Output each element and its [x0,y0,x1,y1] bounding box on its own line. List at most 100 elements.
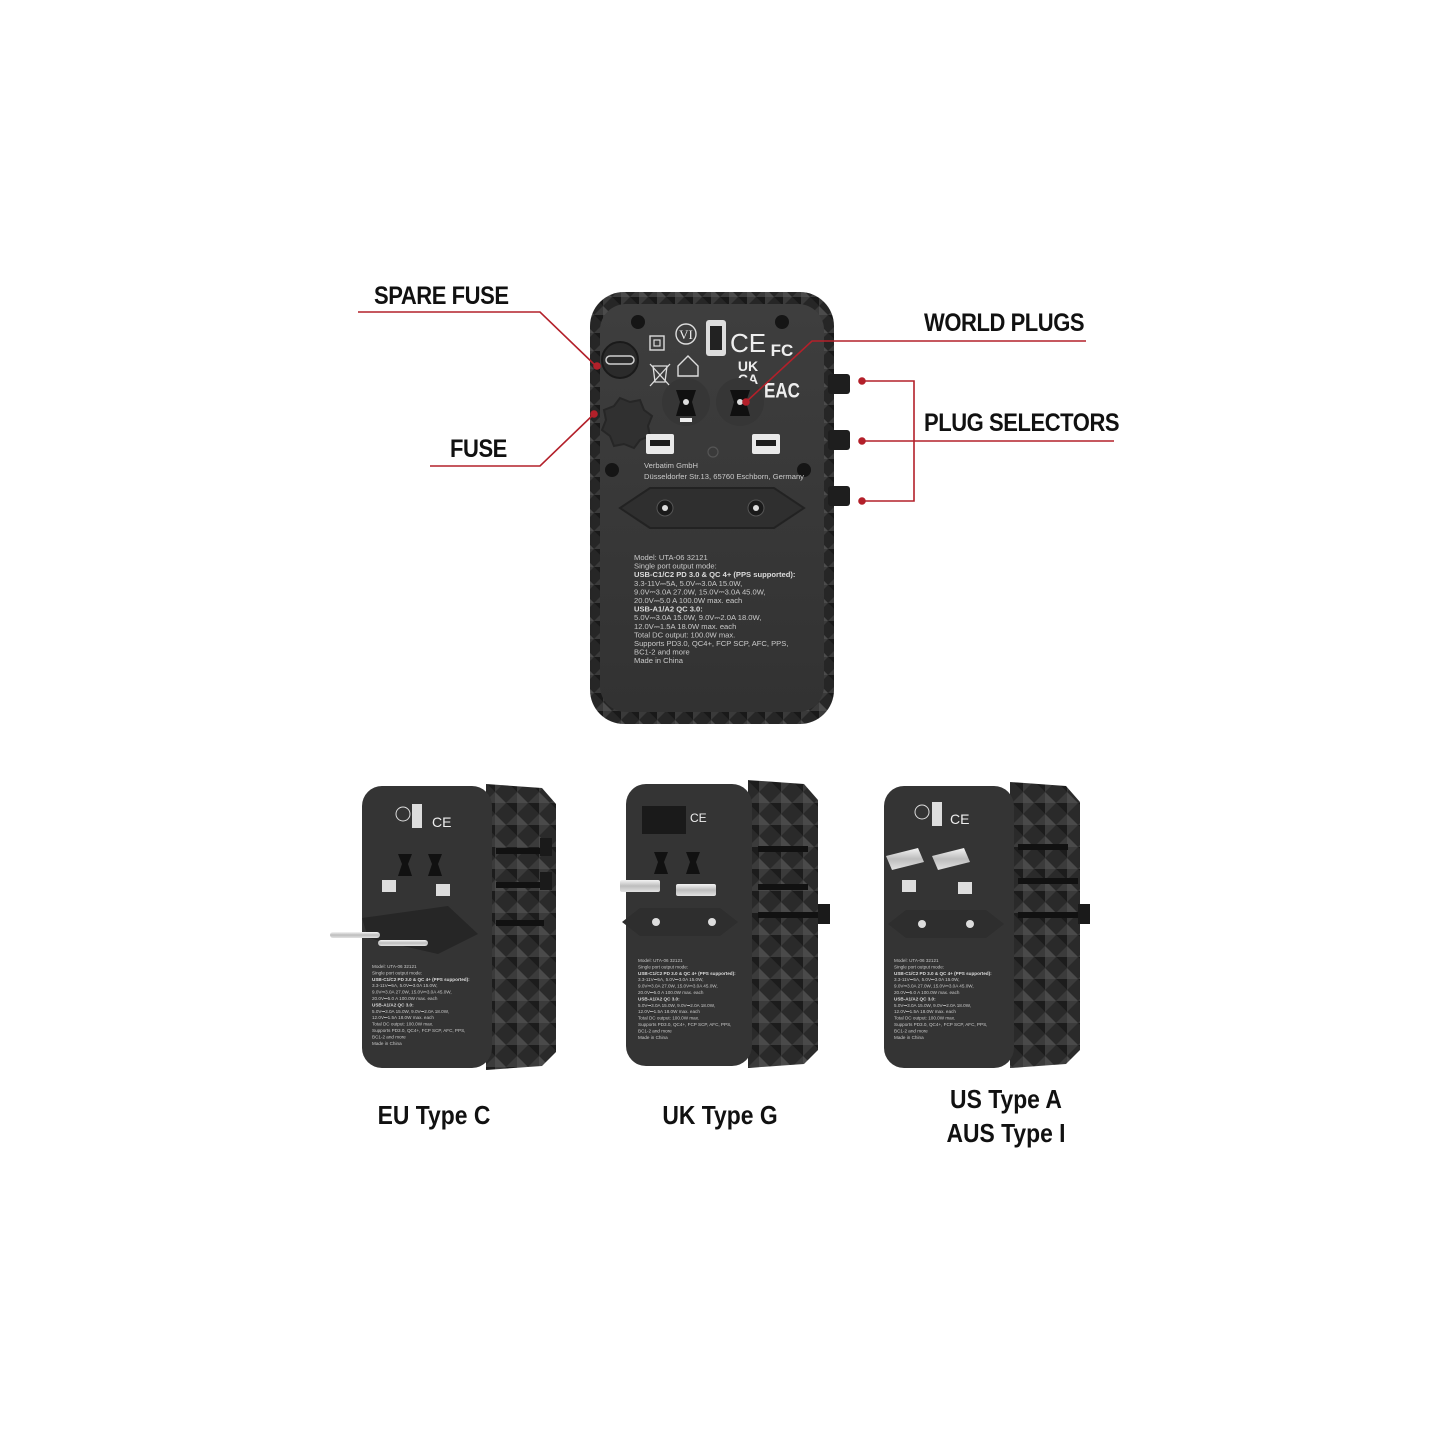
caption-uk-type-g: UK Type G [662,1100,778,1130]
uk-pin-2 [676,884,716,896]
spec-line: Total DC output: 100.0W max. [372,1022,433,1027]
spec-line: Single port output mode: [894,964,944,969]
spec-line: 3.3-11V⎓5A, 5.0V⎓3.0A 15.0W, [638,977,703,982]
spec-line: 12.0V⎓1.5A 18.0W max. each [634,622,736,631]
spec-line: 5.0V⎓3.0A 15.0W, 9.0V⎓2.0A 18.0W, [894,1003,971,1008]
svg-text:CE: CE [950,811,969,827]
spec-line: Single port output mode: [634,562,717,571]
manufacturer-address: Düsseldorfer Str.13, 65760 Eschborn, Ger… [644,472,804,481]
svg-text:CE: CE [432,814,451,830]
spec-line: USB-A1/A2 QC 3.0: [894,996,936,1001]
us-pin-1 [886,848,924,870]
euro-socket [618,487,806,529]
spec-line: Supports PD3.0, QC4+, FCP SCP, AFC, PPS, [894,1022,987,1027]
adapter-eu-side [486,784,556,1070]
main-adapter: VI CE UK CA FC EAC Verbatim GmbH Düsseld… [590,292,850,724]
world-plug-socket-right [730,390,750,416]
spec-line: 3.3-11V⎓5A, 5.0V⎓3.0A 15.0W, [894,977,959,982]
caption-aus-type-i: AUS Type I [946,1118,1066,1148]
spec-line: Supports PD3.0, QC4+, FCP SCP, AFC, PPS, [638,1022,731,1027]
spec-line: Model: UTA-06 32121 [894,958,939,963]
plug-selector-1 [828,374,850,394]
spec-line: USB-A1/A2 QC 3.0: [634,605,703,614]
spec-line: 3.3-11V⎓5A, 5.0V⎓3.0A 15.0W, [372,983,437,988]
spec-line: Made in China [634,656,684,665]
spec-line: 5.0V⎓3.0A 15.0W, 9.0V⎓2.0A 18.0W, [372,1009,449,1014]
spec-line: 9.0V⎓3.0A 27.0W, 15.0V⎓3.0A 45.0W, [638,984,718,989]
indoor-use-icon [677,355,699,377]
fuse-line [430,413,595,467]
uk-earth-pin [642,806,686,834]
spare-fuse-holder [601,341,639,379]
spec-line: 9.0V⎓3.0A 27.0W, 15.0V⎓3.0A 45.0W, [634,587,766,596]
eu-pin-2 [378,940,428,946]
spec-line: Total DC output: 100.0W max. [894,1016,955,1021]
us-pin-2 [932,848,970,870]
weee-bin-icon [649,363,671,387]
ukca-mark-top: UK [738,358,758,374]
spec-line: BC1-2 and more [372,1034,406,1039]
spare-fuse-label: SPARE FUSE [374,282,509,310]
spec-line: 12.0V⎓1.5A 18.0W max. each [894,1009,956,1014]
spec-line: 5.0V⎓3.0A 15.0W, 9.0V⎓2.0A 18.0W, [634,613,761,622]
fuse-label: FUSE [450,435,507,463]
eac-mark: EAC [764,380,800,403]
spec-line: Total DC output: 100.0W max. [638,1016,699,1021]
spec-line: 12.0V⎓1.5A 18.0W max. each [638,1009,700,1014]
eu-pin-1 [330,932,380,938]
spec-line: 20.0V⎓5.0 A 100.0W max. each [634,596,742,605]
plug-selector-2 [828,430,850,450]
spec-line: BC1-2 and more [634,648,690,657]
spec-line: BC1-2 and more [638,1028,672,1033]
spec-line: USB-A1/A2 QC 3.0: [372,1002,414,1007]
spec-line: Model: UTA-06 32121 [634,553,708,562]
spec-line: USB-A1/A2 QC 3.0: [638,996,680,1001]
spec-line: USB-C1/C2 PD 3.0 & QC 4+ (PPS supported)… [638,971,736,976]
spec-line: 9.0V⎓3.0A 27.0W, 15.0V⎓3.0A 45.0W, [894,984,974,989]
plug-selector-3 [828,486,850,506]
spec-line: Single port output mode: [372,970,422,975]
spec-line: 5.0V⎓3.0A 15.0W, 9.0V⎓2.0A 18.0W, [638,1003,715,1008]
double-insulation-icon [649,335,665,351]
vi-mark: VI [679,327,693,342]
spec-line: Made in China [894,1035,924,1040]
spec-line: 9.0V⎓3.0A 27.0W, 15.0V⎓3.0A 45.0W, [372,990,452,995]
fcc-mark: FC [771,341,794,360]
adapter-us-side [1010,782,1080,1068]
spec-line: Model: UTA-06 32121 [638,958,683,963]
spec-line: 20.0V⎓5.0 A 100.0W max. each [638,990,704,995]
spec-line: Single port output mode: [638,964,688,969]
world-plugs-label: WORLD PLUGS [924,309,1085,337]
caption-eu-type-c: EU Type C [377,1100,491,1130]
plug-selectors-label: PLUG SELECTORS [924,409,1120,437]
world-plug-socket-left [676,390,696,422]
spare-fuse-line [358,311,597,367]
spec-line: Supports PD3.0, QC4+, FCP SCP, AFC, PPS, [372,1028,465,1033]
svg-text:CE: CE [690,811,707,825]
spec-line: Supports PD3.0, QC4+, FCP SCP, AFC, PPS, [634,639,788,648]
spec-line: 20.0V⎓5.0 A 100.0W max. each [894,990,960,995]
spec-line: Made in China [372,1041,402,1046]
spec-line: 20.0V⎓5.0 A 100.0W max. each [372,996,438,1001]
ce-mark: CE [730,328,766,358]
spec-line: USB-C1/C2 PD 3.0 & QC 4+ (PPS supported)… [634,570,795,579]
manufacturer-name: Verbatim GmbH [644,461,698,470]
adapter-uk-side [748,780,818,1068]
spec-line: Model: UTA-06 32121 [372,964,417,969]
spec-line: Total DC output: 100.0W max. [634,630,735,639]
spec-line: USB-C1/C2 PD 3.0 & QC 4+ (PPS supported)… [894,971,992,976]
fuse-cap [600,396,654,450]
spec-line: Made in China [638,1035,668,1040]
caption-us-type-a: US Type A [950,1084,1062,1114]
spec-line: BC1-2 and more [894,1028,928,1033]
world-plugs-line [745,340,1086,403]
uk-pin-1 [620,880,660,892]
spec-line: 3.3-11V⎓5A, 5.0V⎓3.0A 15.0W, [634,579,742,588]
spec-line: USB-C1/C2 PD 3.0 & QC 4+ (PPS supported)… [372,977,470,982]
spec-line: 12.0V⎓1.5A 18.0W max. each [372,1015,434,1020]
